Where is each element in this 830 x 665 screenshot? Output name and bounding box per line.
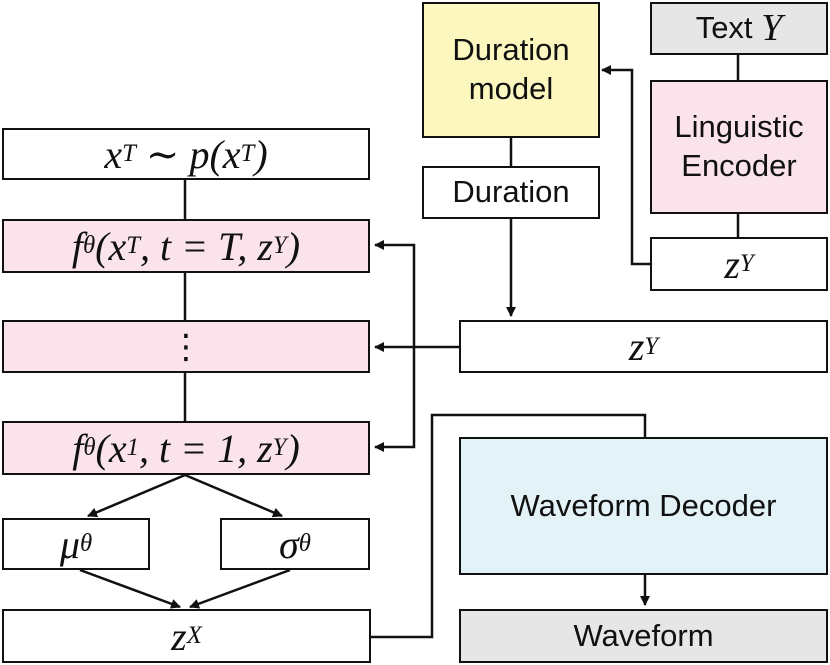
linguistic-encoder-node: Linguistic Encoder xyxy=(650,80,828,214)
edge-zx-decoder xyxy=(371,413,647,639)
zx-symbol: z xyxy=(171,613,187,659)
duration-node: Duration xyxy=(422,166,600,219)
xt-close: ) xyxy=(254,131,268,177)
edge-zy-durmodel xyxy=(601,65,650,266)
duration-model-node: Duration model xyxy=(422,2,600,138)
mu-symbol: μ xyxy=(59,521,80,567)
fbottom-mid: , t = 1, z xyxy=(139,425,273,471)
linguistic-encoder-line2: Encoder xyxy=(681,148,797,183)
edge-mu-zx xyxy=(79,568,181,609)
zy-encoder-subscript: Y xyxy=(739,250,754,277)
waveform-decoder-node: Waveform Decoder xyxy=(459,437,828,575)
waveform-label: Waveform xyxy=(573,617,714,653)
duration-model-line1: Duration xyxy=(452,32,570,68)
xt-sub2: T xyxy=(240,140,255,167)
duration-label: Duration xyxy=(452,174,570,210)
fbottom-close: ) xyxy=(286,425,300,471)
ftop-sub3: Y xyxy=(273,232,287,259)
ftop-close: ) xyxy=(286,223,301,269)
text-y-node: Text Y xyxy=(650,2,828,55)
zy-encoder-symbol: z xyxy=(724,241,740,287)
linguistic-encoder-line1: Linguistic xyxy=(674,109,804,145)
ftop-sub: θ xyxy=(82,232,96,259)
waveform-node: Waveform xyxy=(459,609,828,663)
zy-expanded-subscript: Y xyxy=(644,332,659,360)
zy-expanded-symbol: z xyxy=(628,324,645,369)
edge-zy-fbottom xyxy=(374,347,416,452)
edge-fbottom-mu xyxy=(87,473,186,518)
edge-fbottom-sigma xyxy=(184,473,283,518)
fbottom-f: f xyxy=(72,425,84,471)
edge-sigma-zx xyxy=(189,568,291,609)
ftop-mid: , t = T, z xyxy=(140,223,273,269)
text-y-variable: Y xyxy=(761,6,783,49)
edge-zy-ftop xyxy=(374,240,416,347)
zx-subscript: X xyxy=(186,622,202,649)
fbottom-sub2: 1 xyxy=(126,434,139,461)
fbottom-open: (x xyxy=(95,425,127,471)
intermediate-steps-node: ⋮ xyxy=(2,320,370,373)
waveform-decoder-label: Waveform Decoder xyxy=(510,487,777,523)
fbottom-sub: θ xyxy=(83,434,96,461)
vertical-dots: ⋮ xyxy=(169,326,203,367)
xt-text: x xyxy=(104,131,123,177)
mu-subscript: θ xyxy=(79,530,93,557)
xt-rest: ∼ p(x xyxy=(135,131,241,177)
ftop-open: (x xyxy=(95,223,127,269)
duration-model-line2: model xyxy=(468,71,554,106)
sigma-subscript: θ xyxy=(298,530,311,557)
ftop-sub2: T xyxy=(126,232,141,259)
ftop-f: f xyxy=(71,223,83,269)
sigma-symbol: σ xyxy=(279,521,299,567)
xt-sub: T xyxy=(122,140,136,167)
text-y-label: Text xyxy=(695,10,753,46)
fbottom-sub3: Y xyxy=(272,434,287,461)
